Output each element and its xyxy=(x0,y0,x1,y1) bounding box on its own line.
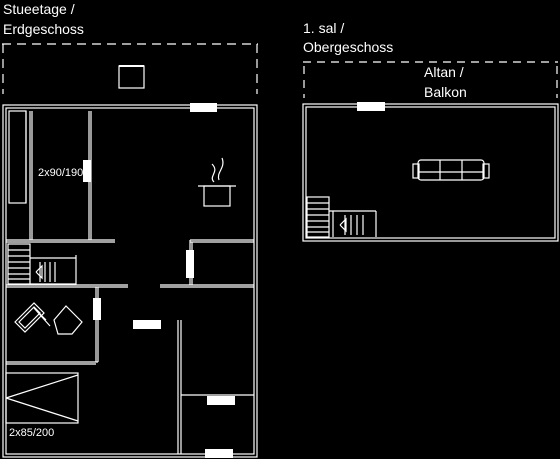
bed-lower xyxy=(5,372,79,424)
ground-floor-title-line1: Stueetage / xyxy=(3,1,75,17)
ground-staircase xyxy=(7,243,76,285)
ground-outer-walls xyxy=(2,104,258,458)
stove-pot-symbol xyxy=(198,157,236,207)
upper-staircase xyxy=(306,196,377,238)
ground-floor-title-line2: Erdgeschoss xyxy=(3,21,84,37)
bathroom-walls xyxy=(189,239,254,285)
balcony-label-line2: Balkon xyxy=(424,84,467,100)
wardrobe xyxy=(8,110,27,204)
bed-lower-size-label: 2x85/200 xyxy=(9,427,55,439)
upper-floor-title-line2: Obergeschoss xyxy=(303,39,394,55)
ground-terrace-dashed-outline xyxy=(2,43,258,94)
balcony-label-line1: Altan / xyxy=(424,64,464,80)
stair-area-walls xyxy=(6,255,254,288)
upper-floor-title-line1: 1. sal / xyxy=(303,20,345,36)
upper-floor-plan xyxy=(302,61,559,242)
lower-room-walls xyxy=(6,287,254,454)
armchairs xyxy=(14,302,83,335)
ground-windows xyxy=(83,103,235,458)
sofa xyxy=(412,159,490,181)
upper-window xyxy=(357,102,385,111)
balcony-dashed-outline xyxy=(303,61,558,98)
bed-upper-size-label: 2x90/190 xyxy=(38,167,84,179)
ground-floor-plan xyxy=(2,43,258,458)
upper-outer-walls xyxy=(302,103,559,242)
chimney-symbol xyxy=(118,65,145,89)
